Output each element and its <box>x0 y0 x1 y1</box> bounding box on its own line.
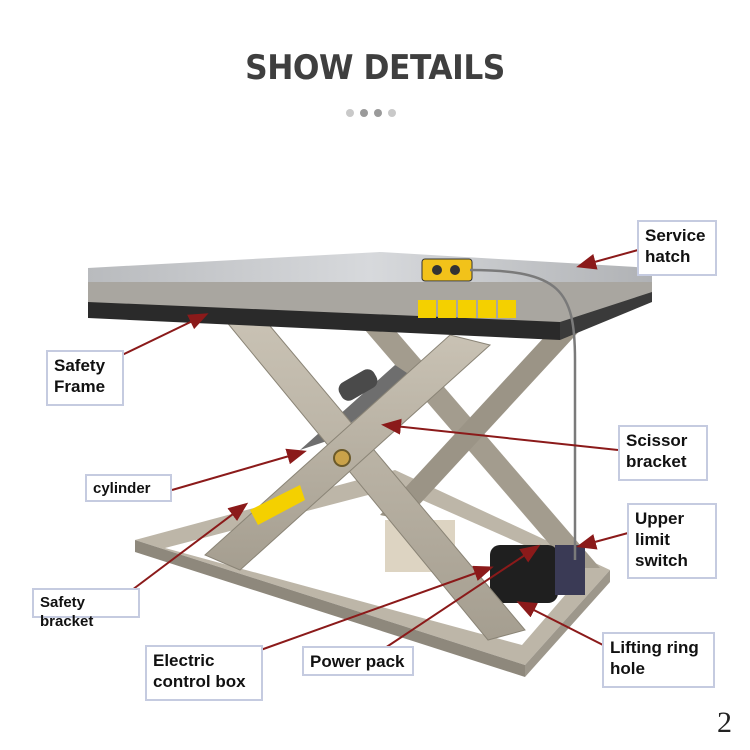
label-power-pack: Power pack <box>302 646 414 676</box>
label-scissor-bracket: Scissor bracket <box>618 425 708 481</box>
page-title: SHOW DETAILS <box>245 48 505 88</box>
label-upper-limit-switch: Upper limit switch <box>627 503 717 579</box>
label-lifting-ring-hole: Lifting ring hole <box>602 632 715 688</box>
label-safety-bracket: Safety bracket <box>32 588 140 630</box>
carousel-dot[interactable] <box>346 109 354 117</box>
label-electric-control-box: Electric control box <box>145 645 263 701</box>
carousel-dot[interactable] <box>374 109 382 117</box>
annotation-arrows <box>121 249 639 653</box>
label-service-hatch: Service hatch <box>637 220 717 276</box>
label-safety-frame: Safety Frame <box>46 350 124 406</box>
page-number: 2 <box>717 706 732 739</box>
carousel-dots <box>346 109 396 117</box>
carousel-dot[interactable] <box>388 109 396 117</box>
carousel-dot[interactable] <box>360 109 368 117</box>
label-cylinder: cylinder <box>85 474 172 502</box>
platform <box>88 252 652 340</box>
warning-stickers <box>418 300 516 318</box>
